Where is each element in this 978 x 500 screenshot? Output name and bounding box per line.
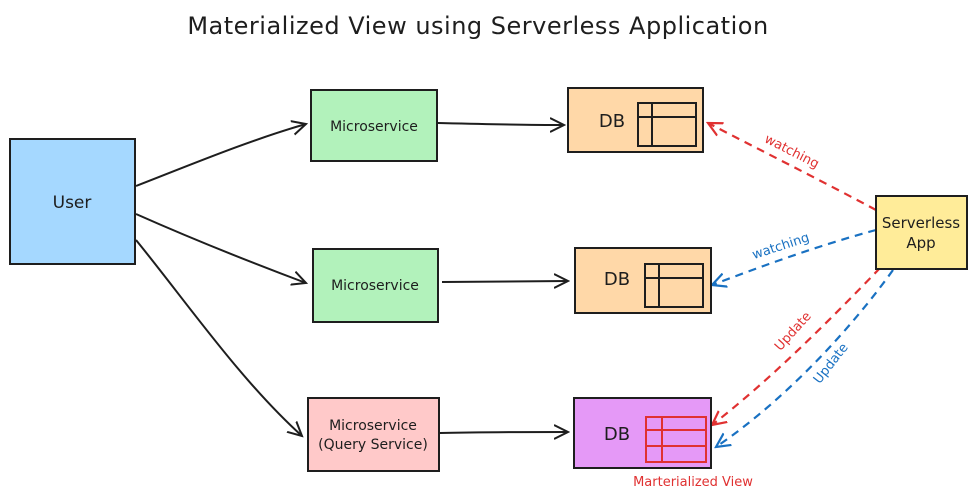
serverless-app-node[interactable]: Serverless App bbox=[875, 195, 968, 270]
serverless-update-red-arrow bbox=[712, 267, 881, 425]
watching-label-blue: watching bbox=[750, 230, 811, 263]
user-to-microservice-2-arrow bbox=[135, 213, 306, 283]
microservice-1-label: Microservice bbox=[330, 119, 418, 135]
user-node[interactable]: User bbox=[9, 138, 136, 265]
serverless-update-blue-arrow bbox=[716, 269, 894, 447]
db-2-label: DB bbox=[604, 269, 630, 290]
materialized-view-label: Marterialized View bbox=[633, 475, 753, 490]
user-to-query-service-arrow bbox=[135, 239, 302, 436]
user-to-microservice-1-arrow bbox=[135, 124, 306, 187]
serverless-app-label-line-1: Serverless bbox=[882, 214, 960, 232]
db-1-table-icon bbox=[637, 102, 697, 147]
query-service-label-line-2: (Query Service) bbox=[318, 437, 428, 453]
microservice-2-label: Microservice bbox=[331, 278, 419, 294]
user-label: User bbox=[53, 193, 92, 213]
update-label-red: Update bbox=[772, 309, 815, 354]
microservice-1-to-db-1-arrow bbox=[437, 123, 564, 125]
db-2-table-icon bbox=[644, 263, 704, 308]
materialized-view-table-icon bbox=[645, 416, 707, 463]
db-3-node[interactable]: DB bbox=[573, 397, 712, 469]
query-service-node[interactable]: Microservice (Query Service) bbox=[307, 397, 440, 472]
microservice-2-to-db-2-arrow bbox=[441, 281, 568, 282]
serverless-watching-db-2-arrow bbox=[712, 228, 877, 285]
db-1-label: DB bbox=[599, 111, 625, 132]
microservice-2-node[interactable]: Microservice bbox=[312, 248, 439, 323]
db-2-node[interactable]: DB bbox=[574, 247, 712, 314]
diagram-title: Materialized View using Serverless Appli… bbox=[187, 12, 768, 40]
watching-label-red: watching bbox=[762, 132, 822, 172]
serverless-watching-db-1-arrow bbox=[708, 123, 877, 211]
update-label-blue: Update bbox=[811, 341, 852, 387]
db-3-label: DB bbox=[604, 424, 630, 445]
microservice-1-node[interactable]: Microservice bbox=[310, 89, 438, 162]
query-service-to-db-3-arrow bbox=[439, 432, 568, 433]
query-service-label-line-1: Microservice bbox=[329, 418, 417, 434]
serverless-app-label-line-2: App bbox=[906, 234, 935, 252]
db-1-node[interactable]: DB bbox=[567, 87, 704, 153]
